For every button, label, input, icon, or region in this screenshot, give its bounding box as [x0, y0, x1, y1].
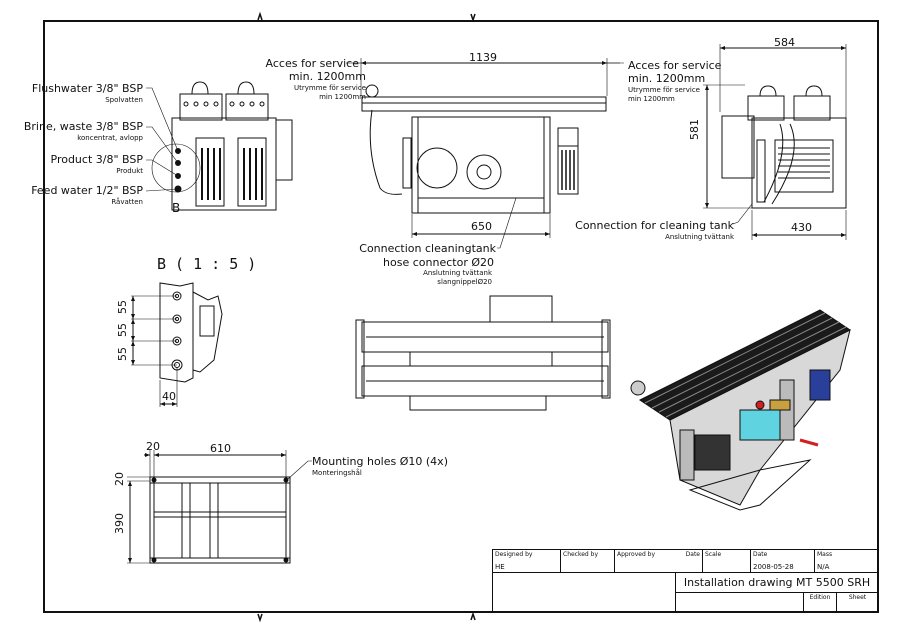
approved-by-label: Approved by — [617, 551, 656, 558]
date-cell: Date 2008-05-28 — [750, 549, 815, 573]
dim-detail-spacing-2: 55 — [116, 323, 129, 337]
sheet-label: Sheet — [848, 594, 867, 601]
service-right-sub1: Utrymme för service — [628, 86, 700, 94]
approved-date-label: Date — [685, 551, 700, 558]
left-end-view — [145, 81, 293, 211]
bottom-mark-left — [257, 613, 263, 623]
service-left-line1: Acces for service — [265, 57, 359, 70]
dim-detail-spacing-3: 55 — [116, 347, 129, 361]
scale-label: Scale — [705, 551, 722, 558]
mounting-holes-sublabel: Monteringshål — [312, 469, 362, 477]
date-label: Date — [753, 551, 768, 558]
drawing-title: Installation drawing MT 5500 SRH — [675, 572, 879, 593]
frame-center-marks — [257, 11, 476, 623]
top-mark-right — [470, 13, 476, 23]
brine-sublabel: koncentrat, avlopp — [77, 134, 143, 142]
mass-value: N/A — [817, 563, 830, 571]
side-view — [607, 44, 847, 240]
top-mark-left — [257, 11, 263, 21]
designed-by-cell: Designed by HE — [492, 549, 561, 573]
logo-cell — [492, 572, 676, 613]
dim-front-width: 1139 — [469, 51, 497, 64]
cleaning-front-line1: Connection cleaningtank — [359, 242, 496, 255]
cleaning-front-sub1: Anslutning tvättank — [423, 269, 492, 277]
mass-label: Mass — [817, 551, 833, 558]
date-value: 2008-05-28 — [753, 563, 794, 571]
service-left-sub2: min 1200mm — [319, 93, 366, 101]
dim-side-height: 581 — [688, 119, 701, 140]
designed-by-label: Designed by — [495, 551, 533, 558]
service-right-sub2: min 1200mm — [628, 95, 675, 103]
base-plate-view — [127, 450, 312, 564]
drawing-frame — [43, 20, 879, 613]
detail-view-b — [131, 282, 223, 407]
approved-by-cell: Approved by Date — [614, 549, 703, 573]
dim-detail-spacing-1: 55 — [116, 300, 129, 314]
cleaning-side-line1: Connection for cleaning tank — [575, 219, 734, 232]
detail-view-title: B ( 1 : 5 ) — [157, 255, 257, 273]
edition-label: Edition — [809, 594, 831, 601]
cleaning-side-sub1: Anslutning tvättank — [665, 233, 734, 241]
checked-by-cell: Checked by — [560, 549, 615, 573]
dim-front-frame-width: 650 — [471, 220, 492, 233]
detail-marker-b: B — [172, 201, 181, 215]
flushwater-sublabel: Spolvatten — [105, 96, 143, 104]
edition-cell: Edition — [803, 592, 837, 613]
bottom-mark-right — [470, 611, 476, 621]
dim-side-frame-width: 430 — [791, 221, 812, 234]
cleaning-front-line2: hose connector Ø20 — [383, 256, 494, 269]
brine-label: Brine, waste 3/8" BSP — [23, 120, 143, 133]
service-right-line1: Acces for service — [628, 59, 722, 72]
cleaning-front-sub2: slangnippelØ20 — [437, 278, 492, 286]
dim-base-depth: 390 — [113, 513, 126, 534]
dim-base-offset-x: 20 — [146, 440, 160, 453]
front-view — [346, 58, 624, 249]
mass-cell: Mass N/A — [814, 549, 879, 573]
title-block: Designed by HE Checked by Approved by Da… — [492, 549, 879, 613]
designed-by-value: HE — [495, 563, 505, 571]
drawing-number-cell — [675, 592, 804, 613]
feedwater-label: Feed water 1/2" BSP — [31, 184, 143, 197]
product-label: Product 3/8" BSP — [50, 153, 144, 166]
mounting-holes-label: Mounting holes Ø10 (4x) — [312, 455, 448, 468]
dim-detail-offset: 40 — [162, 390, 176, 403]
product-sublabel: Produkt — [116, 167, 143, 175]
isometric-view — [630, 309, 851, 511]
checked-by-label: Checked by — [563, 551, 599, 558]
service-right-line2: min. 1200mm — [628, 72, 706, 85]
dim-base-offset-y: 20 — [113, 472, 126, 486]
dim-base-width: 610 — [210, 442, 231, 455]
flushwater-label: Flushwater 3/8" BSP — [31, 82, 143, 95]
service-left-line2: min. 1200mm — [288, 70, 366, 83]
scale-cell: Scale — [702, 549, 751, 573]
dim-side-width: 584 — [774, 36, 795, 49]
sheet-cell: Sheet — [836, 592, 879, 613]
top-plan-view — [355, 295, 611, 411]
service-left-sub1: Utrymme för service — [294, 84, 366, 92]
feedwater-sublabel: Råvatten — [111, 198, 143, 206]
